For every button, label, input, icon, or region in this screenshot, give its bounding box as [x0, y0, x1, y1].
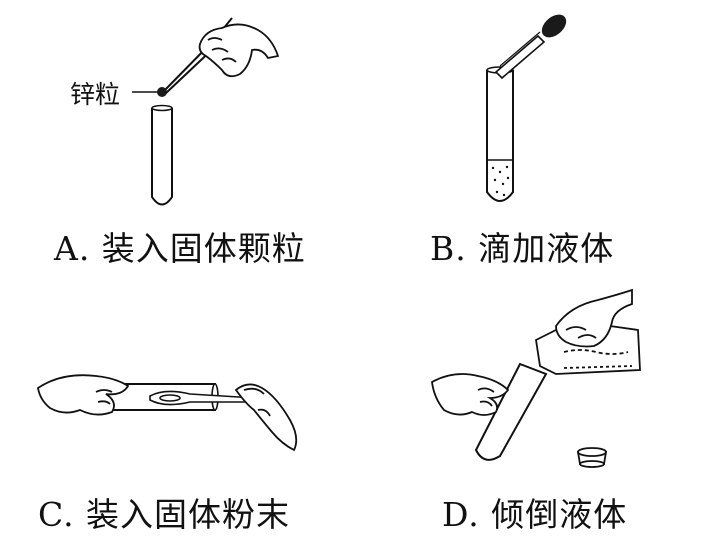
caption-c: C. 装入固体粉末	[38, 495, 291, 534]
caption-a: A. 装入固体颗粒	[54, 229, 306, 268]
test-tube-a	[152, 108, 172, 205]
stopper-icon	[578, 448, 606, 467]
right-hand-icon	[236, 384, 296, 450]
panel-b-illustration	[350, 14, 567, 270]
bottle-hand-icon	[556, 290, 632, 347]
zinc-granule-label: 锌粒	[70, 80, 121, 109]
panel-a: 锌粒 A. 装入固体颗粒	[0, 0, 350, 270]
panel-b: B. 滴加液体	[350, 0, 707, 270]
zinc-granule	[157, 87, 167, 97]
hand-icon	[200, 24, 278, 76]
left-hand-icon	[38, 375, 128, 414]
caption-b: B. 滴加液体	[430, 229, 615, 268]
panel-c-illustration	[0, 270, 350, 541]
panel-d: D. 倾倒液体	[350, 270, 707, 541]
test-tube-d	[476, 364, 546, 460]
panel-c: C. 装入固体粉末	[0, 270, 350, 541]
panel-a-illustration	[0, 0, 350, 270]
panel-d-illustration	[350, 270, 707, 541]
dropper-icon	[496, 14, 567, 78]
caption-d: D. 倾倒液体	[442, 495, 628, 534]
liquid-bubbles	[491, 165, 510, 197]
tube-hand-icon	[432, 374, 508, 415]
test-tube-b	[487, 70, 513, 201]
